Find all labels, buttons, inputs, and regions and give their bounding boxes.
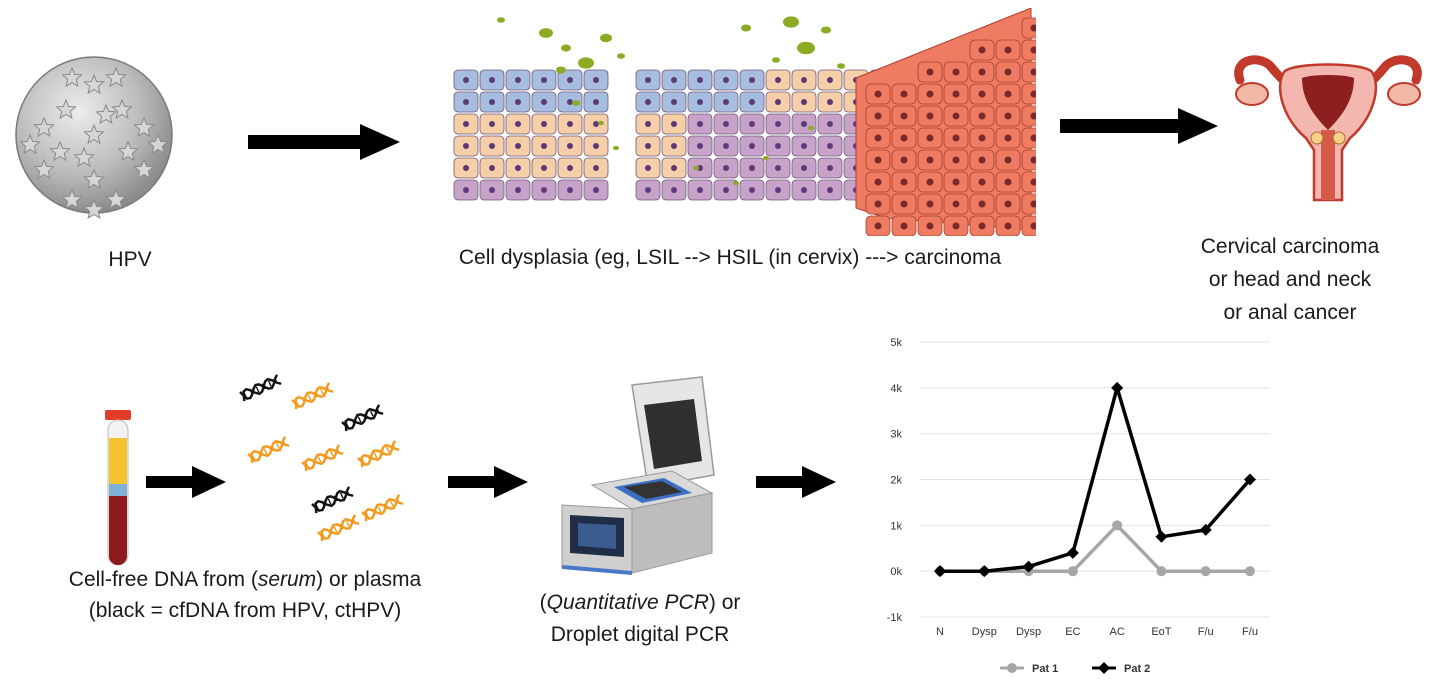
sample-caption-emphasis: serum [257, 568, 317, 591]
series-2-point [1244, 473, 1256, 486]
sample-caption-text: Cell-free DNA from ( [68, 568, 258, 591]
series-1-point [1200, 566, 1211, 577]
series-2-point [1199, 523, 1212, 536]
x-tick-label: EoT [1151, 626, 1171, 638]
arrow-dna-to-pcr [448, 466, 528, 498]
cancer-caption-line-2: or head and neck [1208, 268, 1372, 291]
pcr-machine-illustration [552, 375, 722, 575]
series-2-point [978, 565, 991, 578]
cfdna-fragments-illustration [230, 372, 430, 552]
sample-caption-text-end: ) or plasma [316, 568, 422, 591]
sample-caption-line-2: (black = cfDNA from HPV, ctHPV) [88, 599, 402, 622]
arrow-dysplasia-to-cancer [1060, 108, 1220, 144]
hpv-caption: HPV [108, 248, 152, 271]
series-1-point [1156, 566, 1167, 577]
y-tick-label: 0k [890, 566, 902, 578]
series-line-2 [940, 386, 1252, 573]
cancer-caption-line-1: Cervical carcinoma [1200, 235, 1380, 258]
y-tick-label: 2k [890, 475, 902, 487]
y-tick-label: 3k [890, 429, 902, 441]
uterus-illustration [1222, 50, 1434, 210]
arrow-hpv-to-dysplasia [248, 124, 400, 160]
cell-dysplasia-illustration [446, 8, 1036, 236]
blood-tube-illustration [100, 410, 136, 570]
pcr-caption-line-1: (Quantitative PCR) or [510, 588, 770, 618]
x-tick-label: F/u [1198, 626, 1214, 638]
series-2-point [1111, 381, 1124, 394]
cancer-caption-line-3: or anal cancer [1223, 301, 1357, 324]
x-tick-label: N [936, 626, 944, 638]
series-1-point [1067, 566, 1078, 577]
series-1-point [1245, 566, 1255, 577]
pcr-caption-text-end: ) or [708, 591, 741, 614]
series-2-point [934, 565, 946, 578]
pcr-caption-line-2: Droplet digital PCR [550, 623, 730, 646]
legend-marker-1 [1007, 663, 1017, 673]
x-tick-label: AC [1110, 626, 1125, 638]
sample-caption-line-1: Cell-free DNA from (serum) or plasma [10, 565, 480, 595]
y-tick-label: 4k [890, 383, 902, 395]
x-tick-label: Dysp [1016, 626, 1041, 638]
y-tick-label: -1k [887, 612, 903, 624]
x-tick-label: F/u [1242, 626, 1258, 638]
x-tick-label: EC [1065, 626, 1080, 638]
legend-marker-2 [1098, 662, 1110, 674]
arrow-sample-to-dna [146, 466, 226, 498]
legend-label-2: Pat 2 [1124, 663, 1150, 675]
y-tick-label: 5k [890, 337, 902, 349]
series-1-point [1112, 520, 1123, 531]
series-2-point [1066, 546, 1079, 559]
arrow-pcr-to-chart [756, 466, 836, 498]
y-tick-label: 1k [890, 520, 902, 532]
pcr-caption-text: ( [539, 591, 547, 614]
dysplasia-caption: Cell dysplasia (eg, LSIL --> HSIL (in ce… [458, 246, 1002, 269]
pcr-caption-emphasis: Quantitative PCR [546, 591, 709, 614]
x-tick-label: Dysp [972, 626, 997, 638]
series-2-point [1022, 560, 1035, 573]
series-2-point [1155, 530, 1168, 543]
hpv-virus-illustration [14, 40, 174, 230]
legend-label-1: Pat 1 [1032, 663, 1058, 675]
